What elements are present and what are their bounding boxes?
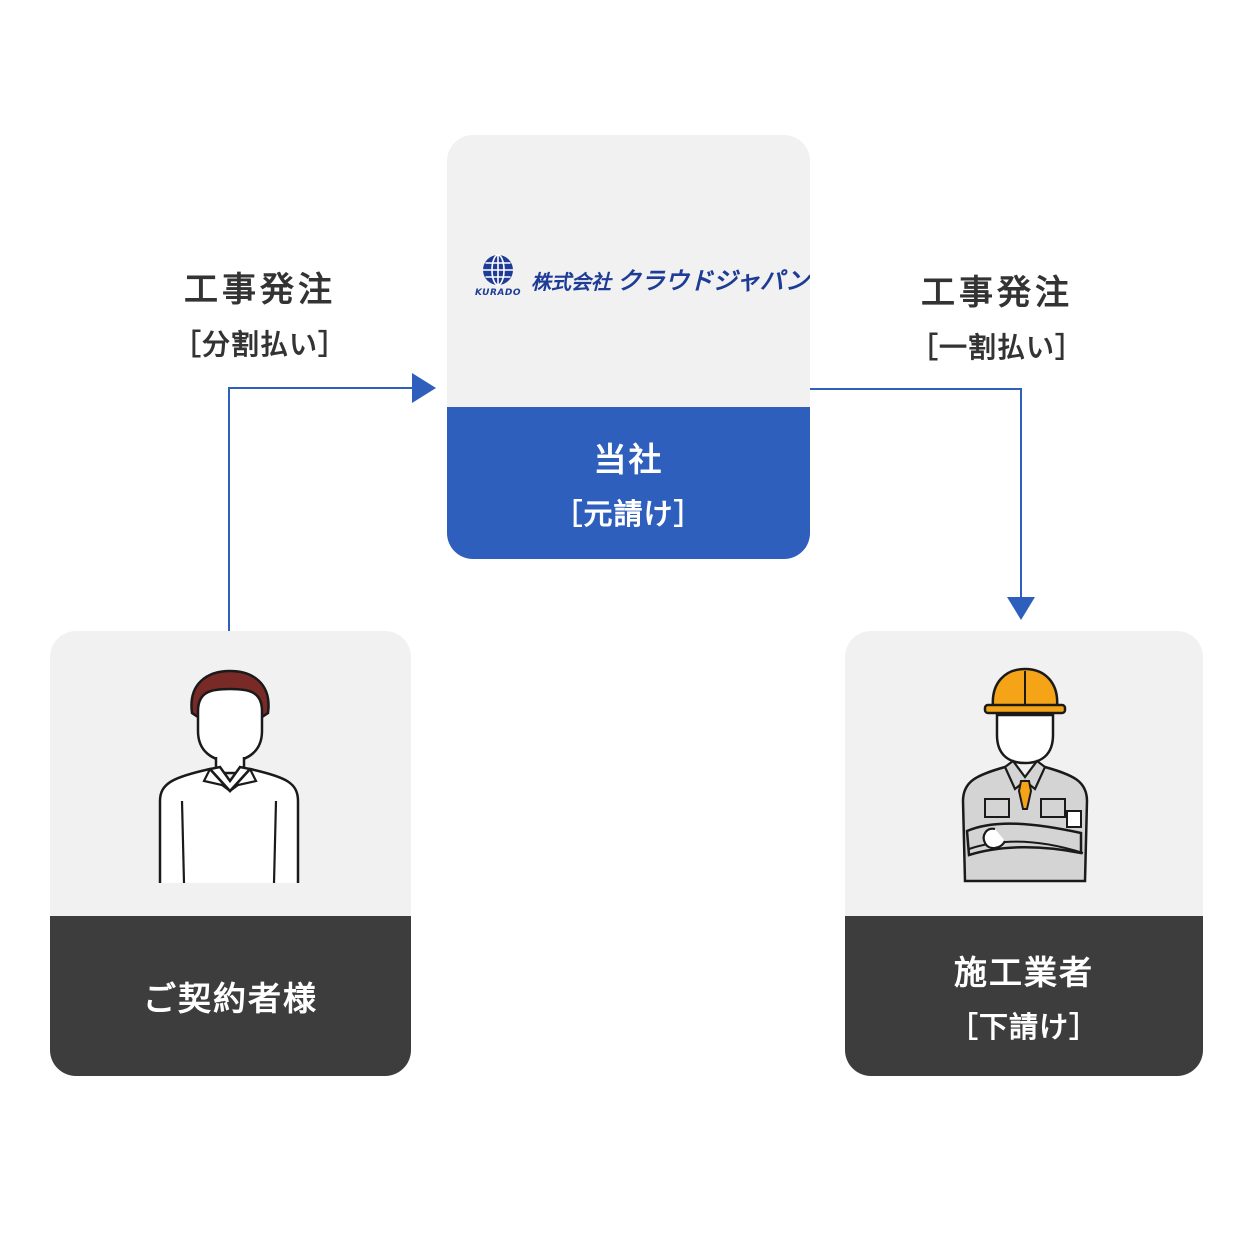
- construction-worker-icon: [961, 667, 1089, 883]
- company-role: ［元請け］: [553, 497, 704, 531]
- logo-company-prefix: 株式会社: [530, 270, 611, 294]
- contractor-card: 施工業者 ［下請け］: [845, 631, 1203, 1076]
- edge-label-client-company: 工事発注 ［分割払い］: [140, 262, 380, 363]
- payment-label: ［一割払い］: [909, 331, 1084, 364]
- company-logo: KURADO 株式会社クラウドジャパン: [475, 253, 809, 298]
- order-label: 工事発注: [184, 270, 336, 310]
- company-name: 当社: [593, 440, 664, 479]
- contractor-name: 施工業者: [954, 953, 1094, 992]
- globe-logo-mark: KURADO: [475, 253, 521, 298]
- company-card: KURADO 株式会社クラウドジャパン 当社 ［元請け］: [447, 135, 810, 559]
- payment-label: ［分割払い］: [172, 328, 347, 361]
- edge-label-company-contractor: 工事発注 ［一割払い］: [877, 265, 1117, 366]
- client-person-icon: [158, 669, 300, 884]
- client-band: ご契約者様: [50, 916, 411, 1076]
- arrow-client-to-company: [228, 373, 436, 631]
- logo-mark-text: KURADO: [475, 288, 521, 298]
- contractor-role: ［下請け］: [948, 1010, 1099, 1044]
- client-card: ご契約者様: [50, 631, 411, 1076]
- arrow-company-to-contractor: [810, 388, 1035, 620]
- contractor-band: 施工業者 ［下請け］: [845, 916, 1203, 1076]
- client-name: ご契約者様: [143, 979, 318, 1018]
- order-label: 工事発注: [921, 273, 1073, 313]
- client-illustration-area: [50, 631, 411, 916]
- globe-icon: [482, 254, 513, 286]
- contractor-illustration-area: [845, 631, 1203, 916]
- logo-company-name: 株式会社クラウドジャパン: [531, 261, 809, 296]
- company-logo-area: KURADO 株式会社クラウドジャパン: [447, 135, 810, 407]
- logo-company-kana: クラウドジャパン: [616, 267, 809, 295]
- company-band: 当社 ［元請け］: [447, 407, 810, 559]
